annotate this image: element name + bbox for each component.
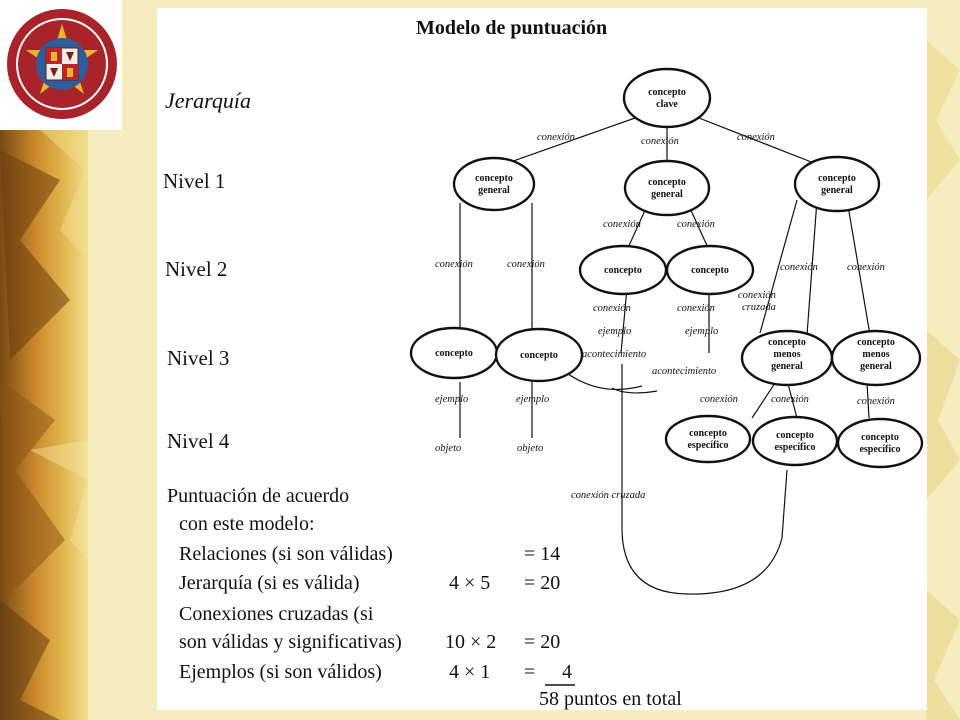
scoring-relations-label: Relaciones (si son válidas): [179, 543, 393, 565]
link-label-cross-2: cruzada: [742, 302, 776, 313]
label-hierarchy: Jerarquía: [165, 88, 251, 113]
scoring-hierarchy-calc: 4 × 5: [449, 572, 490, 594]
node-level2-b: concepto: [665, 244, 755, 296]
node-less-general-b: concepto menos general: [830, 329, 922, 387]
scoring-relations-value: = 14: [524, 543, 560, 565]
link-label-object: objeto: [435, 443, 461, 454]
node-key-line-1: concepto: [648, 87, 686, 98]
background-decoration-right: [926, 0, 960, 720]
scoring-examples-calc: 4 × 1: [449, 661, 490, 683]
link-label: conexión: [641, 136, 679, 147]
link-label-cross-long: conexión cruzada: [571, 490, 645, 501]
node-specific-c-line-2: específico: [859, 444, 900, 455]
link-label: conexión: [780, 262, 818, 273]
scoring-heading: Puntuación de acuerdo: [167, 485, 349, 507]
scoring-model-page: Modelo de puntuación Jerarquía Nivel 1 N…: [157, 8, 927, 710]
scoring-cross-label-1: Conexiones cruzadas (si: [179, 603, 374, 625]
link-label: conexión: [593, 303, 631, 314]
node-less-general-a-line-1: concepto: [768, 337, 806, 348]
link-label: conexión: [507, 259, 545, 270]
node-general-b-line-2: general: [651, 189, 683, 200]
node-specific-c-line-1: concepto: [861, 432, 899, 443]
node-general-b: concepto general: [623, 159, 711, 217]
node-less-general-a-line-2: menos: [773, 349, 800, 360]
node-level2-b-label: concepto: [691, 265, 729, 276]
scoring-hierarchy-value: = 20: [524, 572, 560, 594]
link-label: conexión: [700, 394, 738, 405]
node-general-c-line-1: concepto: [818, 173, 856, 184]
label-level-1: Nivel 1: [163, 169, 225, 193]
link-label-object: objeto: [517, 443, 543, 454]
label-level-3: Nivel 3: [167, 346, 229, 370]
link-label: conexión: [737, 132, 775, 143]
node-general-a-line-2: general: [478, 185, 510, 196]
node-specific-b-line-1: concepto: [776, 430, 814, 441]
node-specific-a-line-2: específico: [687, 440, 728, 451]
scoring-examples-label: Ejemplos (si son válidos): [179, 661, 382, 683]
node-level3-b: concepto: [494, 327, 584, 383]
node-general-c-line-2: general: [821, 185, 853, 196]
link-label-example: ejemplo: [685, 326, 718, 337]
link-label: conexión: [537, 132, 575, 143]
node-general-c: concepto general: [793, 155, 881, 213]
scoring-total: 58 puntos en total: [539, 688, 682, 710]
node-level3-a: concepto: [409, 326, 499, 380]
scoring-examples-equals: =: [524, 661, 535, 683]
link-label-cross-1: conexión: [738, 290, 776, 301]
node-specific-b: concepto específico: [751, 415, 839, 467]
node-less-general-b-line-1: concepto: [857, 337, 895, 348]
node-level3-a-label: concepto: [435, 348, 473, 359]
node-key-concept: concepto clave: [622, 67, 712, 129]
node-level3-b-label: concepto: [520, 350, 558, 361]
link-label: conexión: [857, 396, 895, 407]
scoring-cross-value: = 20: [524, 631, 560, 653]
link-label: conexión: [435, 259, 473, 270]
label-level-4: Nivel 4: [167, 429, 230, 453]
link-label-example: ejemplo: [435, 394, 468, 405]
link-label-event: acontecimiento: [652, 366, 716, 377]
link-label: conexión: [771, 394, 809, 405]
node-specific-a: concepto específico: [664, 414, 752, 464]
node-specific-a-line-1: concepto: [689, 428, 727, 439]
link-label-example: ejemplo: [516, 394, 549, 405]
scoring-cross-calc: 10 × 2: [445, 631, 496, 653]
link-label: conexión: [677, 219, 715, 230]
node-less-general-b-line-3: general: [860, 361, 892, 372]
scoring-heading-2: con este modelo:: [179, 513, 315, 535]
node-specific-c: concepto específico: [836, 417, 924, 469]
university-seal-icon: [7, 9, 117, 119]
node-general-b-line-1: concepto: [648, 177, 686, 188]
node-general-a-line-1: concepto: [475, 173, 513, 184]
logo-panel: [0, 0, 122, 130]
scoring-examples-value: 4: [562, 661, 572, 683]
scoring-hierarchy-label: Jerarquía (si es válida): [179, 572, 359, 594]
node-less-general-a-line-3: general: [771, 361, 803, 372]
link-label: conexión: [847, 262, 885, 273]
scoring-cross-label-2: son válidas y significativas): [179, 631, 402, 653]
node-level2-a-label: concepto: [604, 265, 642, 276]
link-labels: conexión conexión conexión conexión cone…: [435, 132, 895, 501]
node-general-a: concepto general: [452, 156, 536, 212]
node-key-line-2: clave: [656, 99, 678, 110]
node-specific-b-line-2: específico: [774, 442, 815, 453]
link-label: conexión: [603, 219, 641, 230]
scoring-block: Puntuación de acuerdo con este modelo: R…: [167, 485, 682, 710]
page-title: Modelo de puntuación: [416, 17, 607, 39]
node-level2-a: concepto: [578, 244, 668, 296]
link-label: conexión: [677, 303, 715, 314]
label-level-2: Nivel 2: [165, 257, 227, 281]
link-label-example: ejemplo: [598, 326, 631, 337]
link-label-event: acontecimiento: [582, 349, 646, 360]
node-less-general-b-line-2: menos: [862, 349, 889, 360]
node-less-general-a: concepto menos general: [740, 329, 834, 387]
